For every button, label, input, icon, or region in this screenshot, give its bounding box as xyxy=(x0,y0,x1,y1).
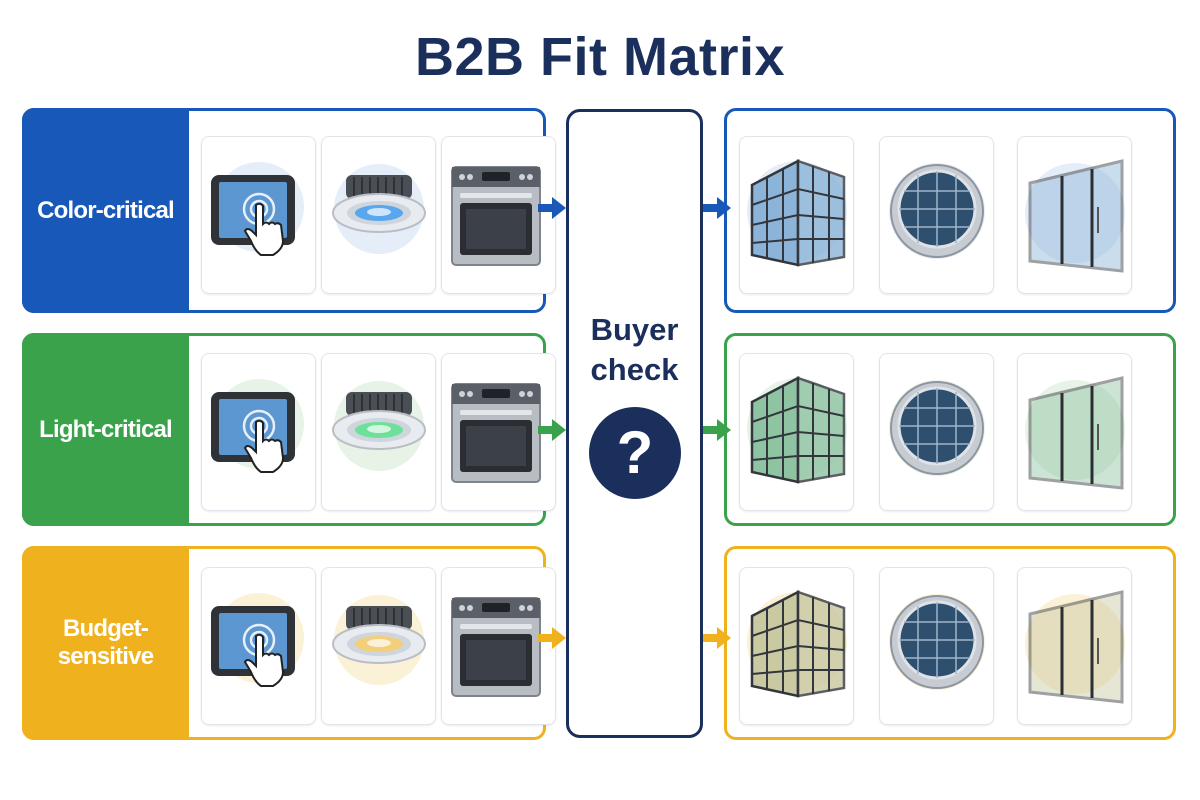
arrow-right-icon xyxy=(538,419,566,441)
product-card-facade xyxy=(739,567,854,725)
row-label-budget-sensitive: Budget-sensitive xyxy=(22,546,189,740)
question-mark-icon: ? xyxy=(589,407,681,499)
product-card-oven xyxy=(441,136,556,294)
row-light-critical-inputs: Light-critical xyxy=(22,333,556,526)
buyer-check-label: Buyer check xyxy=(569,310,700,390)
page-title: B2B Fit Matrix xyxy=(414,27,786,87)
wall-oven-icon xyxy=(451,166,541,266)
row-budget-sensitive-inputs: Budget-sensitive xyxy=(22,546,556,740)
wall-oven-icon xyxy=(451,597,541,697)
touchscreen-tablet-icon xyxy=(211,593,304,687)
touchscreen-tablet-icon xyxy=(211,162,304,256)
product-card-facade xyxy=(739,136,854,294)
product-card-solar xyxy=(879,136,994,294)
glass-facade-building-icon xyxy=(747,589,847,698)
arrow-right-icon xyxy=(538,627,566,649)
glass-facade-building-icon xyxy=(747,158,847,267)
product-card-touchscreen xyxy=(201,136,316,294)
product-card-oven xyxy=(441,567,556,725)
product-card-downlight xyxy=(321,136,436,294)
product-card-solar xyxy=(879,567,994,725)
round-solar-panel-icon xyxy=(889,594,985,690)
glass-facade-building-icon xyxy=(747,375,847,484)
arrow-right-icon xyxy=(538,197,566,219)
row-label-light-critical: Light-critical xyxy=(22,333,189,526)
buyer-check-box: Buyer check ? xyxy=(566,109,703,738)
row-color-critical-outputs xyxy=(724,108,1176,313)
product-card-downlight xyxy=(321,567,436,725)
product-card-partition xyxy=(1017,136,1132,294)
buyer-check-line2: check xyxy=(590,352,679,387)
product-card-partition xyxy=(1017,353,1132,511)
product-card-downlight xyxy=(321,353,436,511)
product-card-touchscreen xyxy=(201,353,316,511)
glass-partition-wall-icon xyxy=(1025,376,1125,490)
row-light-critical-outputs xyxy=(724,333,1176,526)
round-solar-panel-icon xyxy=(889,163,985,259)
row-color-critical-inputs: Color-critical xyxy=(22,108,556,313)
product-card-touchscreen xyxy=(201,567,316,725)
downlight-icon xyxy=(332,595,426,685)
product-card-oven xyxy=(441,353,556,511)
round-solar-panel-icon xyxy=(889,380,985,476)
arrow-right-icon xyxy=(703,627,731,649)
glass-partition-wall-icon xyxy=(1025,159,1125,273)
row-budget-sensitive-outputs xyxy=(724,546,1176,740)
buyer-check-line1: Buyer xyxy=(590,312,679,347)
glass-partition-wall-icon xyxy=(1025,590,1125,704)
touchscreen-tablet-icon xyxy=(211,379,304,473)
product-card-facade xyxy=(739,353,854,511)
downlight-icon xyxy=(332,381,426,471)
product-card-partition xyxy=(1017,567,1132,725)
wall-oven-icon xyxy=(451,383,541,483)
arrow-right-icon xyxy=(703,197,731,219)
arrow-right-icon xyxy=(703,419,731,441)
downlight-icon xyxy=(332,164,426,254)
row-label-color-critical: Color-critical xyxy=(22,108,189,313)
product-card-solar xyxy=(879,353,994,511)
